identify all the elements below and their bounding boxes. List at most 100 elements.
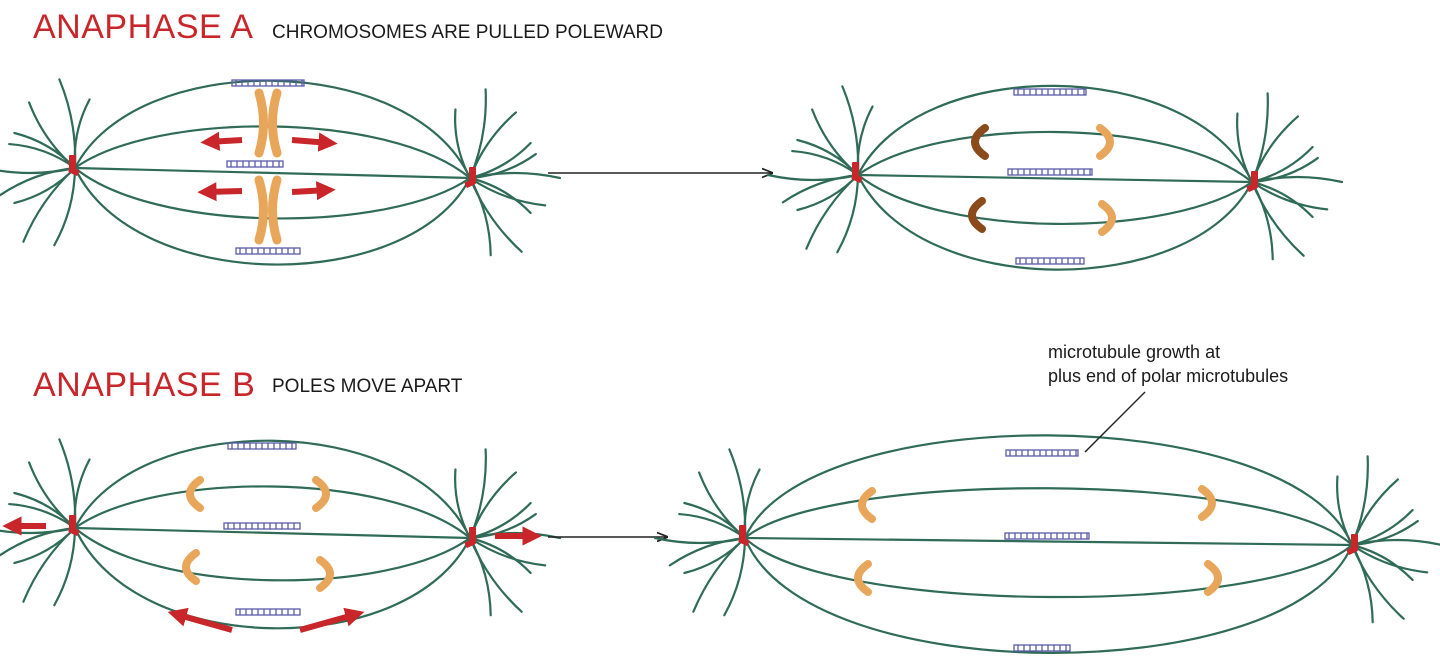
astral-microtubule [1350, 543, 1414, 582]
astral-microtubule [1350, 519, 1419, 547]
polar-microtubule-outer [743, 434, 1354, 547]
separated-chromosome [312, 476, 330, 512]
kinetochore-microtubule [743, 536, 1354, 599]
movement-arrow [197, 182, 243, 202]
growth-annotation: microtubule growth at plus end of polar … [1048, 340, 1288, 388]
overlap-zone [1005, 449, 1079, 457]
astral-microtubule [1250, 92, 1269, 184]
astral-microtubule [678, 512, 747, 540]
anaphase-a-before [0, 78, 562, 266]
astral-microtubule [28, 461, 77, 530]
movement-arrow [291, 181, 336, 201]
polar-microtubule-outer [73, 526, 472, 630]
astral-microtubule [468, 536, 547, 567]
anaphase-a-after [766, 84, 1344, 271]
astral-microtubule [468, 176, 532, 215]
astral-microtubule [1350, 543, 1405, 620]
astral-microtubule [1236, 112, 1254, 184]
astral-microtubule [1336, 475, 1354, 547]
astral-microtubule [0, 526, 77, 535]
astral-microtubule [811, 108, 860, 177]
centriole-angled [1346, 545, 1358, 555]
annotation-leader-line [1084, 391, 1146, 453]
separated-chromosome [1204, 560, 1222, 596]
separated-chromosome [182, 549, 200, 585]
overlap-zone [1007, 168, 1093, 176]
kinetochore-microtubule [73, 526, 472, 582]
anaphase-b-before [0, 438, 562, 633]
separated-chromosome [1096, 124, 1114, 160]
separated-chromosome [854, 560, 872, 596]
sister-chromatid [254, 88, 268, 158]
sister-chromatid [254, 175, 268, 245]
polar-microtubule-outer [73, 439, 472, 540]
sister-chromatid [268, 88, 282, 158]
kinetochore-microtubule [856, 130, 1254, 184]
centriole-angled [68, 166, 80, 176]
kinetochore-microtubule [743, 487, 1354, 547]
astral-microtubule [468, 176, 523, 253]
astral-microtubule [53, 166, 77, 247]
separated-chromosome [858, 487, 876, 523]
astral-microtubule [28, 101, 77, 170]
astral-microtubule [1250, 180, 1329, 211]
separated-chromosome [1198, 485, 1216, 521]
polar-microtubule-center [743, 536, 1354, 547]
astral-microtubule [1350, 543, 1429, 574]
polar-microtubule-center [73, 166, 472, 180]
astral-microtubule [743, 468, 761, 540]
astral-microtubule [468, 176, 547, 207]
astral-microtubule [1250, 156, 1319, 184]
polar-microtubule-outer [856, 173, 1254, 271]
polar-microtubule-outer [73, 166, 472, 266]
overlap-zone [223, 522, 301, 530]
astral-microtubule [791, 149, 860, 177]
astral-microtubule [653, 536, 747, 545]
astral-microtubule [468, 448, 487, 540]
anaphase-a-subtitle: CHROMOSOMES ARE PULLED POLEWARD [272, 22, 663, 43]
movement-arrow [167, 607, 233, 633]
astral-microtubule [8, 142, 77, 170]
astral-microtubule [1250, 180, 1314, 219]
polar-microtubule-outer [743, 536, 1354, 654]
anaphase-b-after [653, 434, 1440, 654]
astral-microtubule [836, 173, 860, 254]
overlap-zone [1013, 88, 1087, 96]
astral-microtubule [856, 105, 874, 177]
astral-microtubule [723, 536, 747, 617]
astral-microtubule [468, 536, 523, 613]
astral-microtubule [468, 512, 537, 540]
movement-arrow [291, 132, 338, 152]
astral-microtubule [454, 468, 472, 540]
astral-microtubule [0, 166, 77, 175]
movement-arrow [299, 607, 365, 633]
anaphase-b-title: ANAPHASE B [33, 366, 256, 404]
annotation-line-2: plus end of polar microtubules [1048, 366, 1289, 386]
overlap-zone [1004, 532, 1090, 540]
separated-chromosome [971, 124, 989, 160]
centriole-angled [464, 178, 476, 188]
kinetochore-microtubule [73, 485, 472, 540]
centriole-angled [464, 538, 476, 548]
centriole-angled [1246, 182, 1258, 192]
centriole-angled [738, 536, 750, 546]
astral-microtubule [698, 471, 747, 540]
astral-microtubule [1250, 180, 1305, 257]
centriole-angled [68, 526, 80, 536]
overlap-zone [235, 247, 301, 255]
separated-chromosome [968, 197, 986, 233]
astral-microtubule [468, 536, 532, 575]
separated-chromosome [1098, 200, 1116, 236]
astral-microtubule [1350, 455, 1369, 547]
separated-chromosome [186, 476, 204, 512]
polar-microtubule-center [856, 173, 1254, 184]
overlap-zone [235, 608, 301, 616]
anaphase-a-title: ANAPHASE A [33, 8, 254, 46]
annotation-line-1: microtubule growth at [1048, 342, 1221, 362]
polar-microtubule-outer [856, 84, 1254, 184]
kinetochore-microtubule [856, 173, 1254, 225]
movement-arrow [200, 131, 243, 151]
polar-microtubule-center [73, 526, 472, 540]
